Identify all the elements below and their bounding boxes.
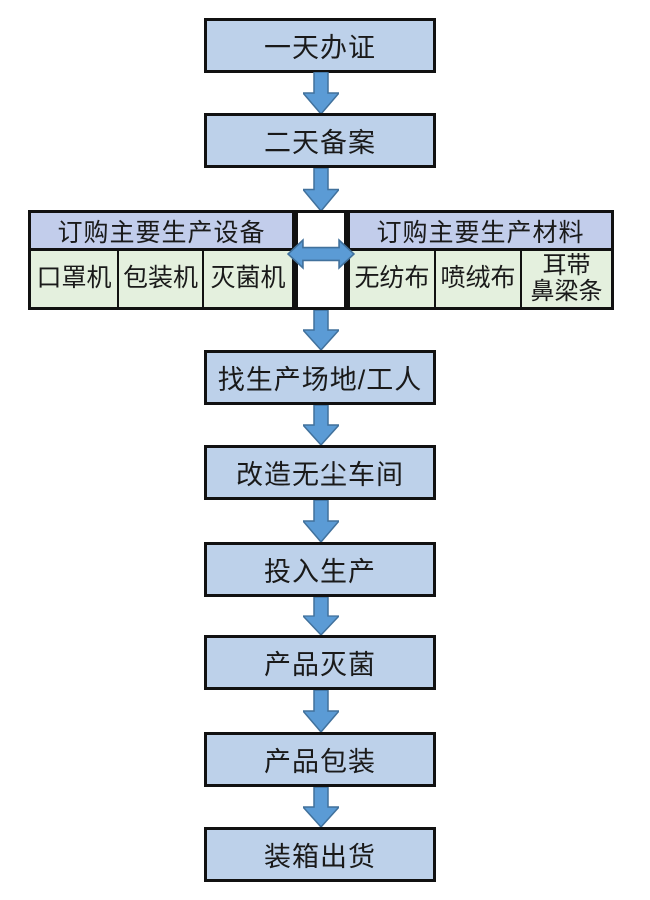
- flow-step-box-and-ship: 装箱出货: [204, 827, 436, 882]
- equipment-cell-packing-machine: 包装机: [119, 251, 204, 307]
- equipment-table-cells: 口罩机 包装机 灭菌机: [31, 251, 292, 307]
- materials-cell-earloop-nosebar: 耳带 鼻梁条: [522, 251, 611, 307]
- exchange-box: [287, 210, 355, 310]
- equipment-table-header: 订购主要生产设备: [31, 213, 292, 251]
- down-arrow-icon: [303, 500, 339, 542]
- materials-table: 订购主要生产材料 无纺布 喷绒布 耳带 鼻梁条: [347, 210, 614, 310]
- materials-cell-nonwoven-fabric: 无纺布: [350, 251, 436, 307]
- down-arrow-icon: [303, 405, 339, 445]
- flow-step-cleanroom-retrofit: 改造无尘车间: [204, 445, 436, 500]
- equipment-table: 订购主要生产设备 口罩机 包装机 灭菌机: [28, 210, 295, 310]
- procurement-band: 订购主要生产设备 口罩机 包装机 灭菌机 订购主要生产材料 无纺布 喷绒布 耳带…: [28, 210, 614, 310]
- flow-step-product-packaging: 产品包装: [204, 732, 436, 787]
- flow-step-start-production: 投入生产: [204, 542, 436, 597]
- down-arrow-icon: [303, 72, 339, 114]
- down-arrow-icon: [303, 597, 339, 635]
- flow-step-find-site-workers: 找生产场地/工人: [204, 350, 436, 405]
- materials-table-cells: 无纺布 喷绒布 耳带 鼻梁条: [350, 251, 611, 307]
- down-arrow-icon: [303, 310, 339, 350]
- flow-step-product-sterilization: 产品灭菌: [204, 635, 436, 690]
- flow-step-filing: 二天备案: [204, 113, 436, 168]
- materials-table-header: 订购主要生产材料: [350, 213, 611, 251]
- materials-cell-meltblown-fabric: 喷绒布: [436, 251, 522, 307]
- down-arrow-icon: [303, 787, 339, 827]
- flow-step-get-license: 一天办证: [204, 18, 436, 73]
- double-arrow-icon: [287, 238, 355, 270]
- down-arrow-icon: [303, 168, 339, 211]
- equipment-cell-mask-machine: 口罩机: [31, 251, 119, 307]
- equipment-cell-sterilizer: 灭菌机: [204, 251, 292, 307]
- down-arrow-icon: [303, 690, 339, 732]
